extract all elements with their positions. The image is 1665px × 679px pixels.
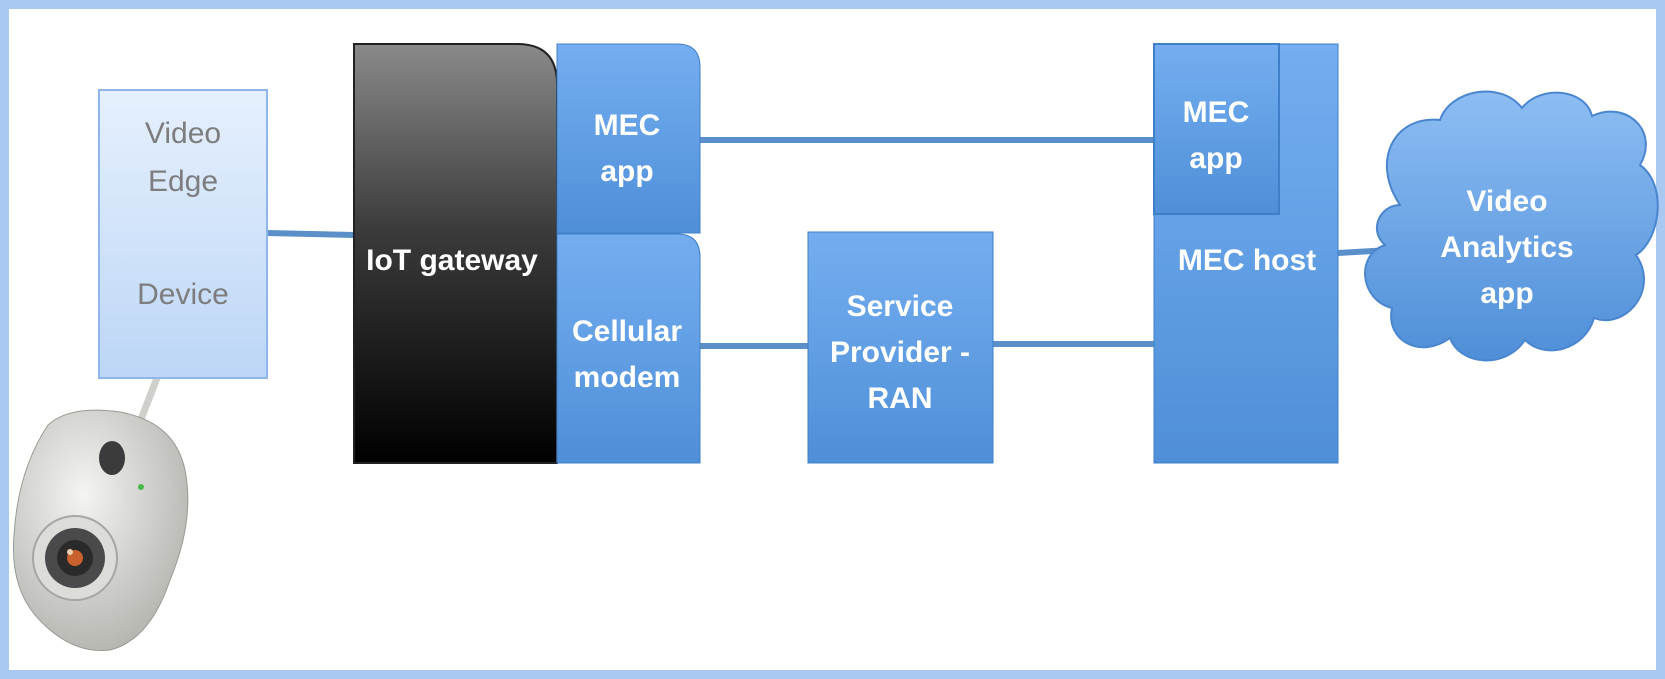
video-analytics-app-label-3: app xyxy=(1480,277,1533,310)
video-edge-device-box xyxy=(98,89,268,379)
host-mec-app-box xyxy=(1153,43,1280,215)
cellular-modem-box xyxy=(556,233,701,464)
cellular-modem-label-2: modem xyxy=(574,361,681,394)
gateway-mec-app-box xyxy=(556,43,701,234)
cellular-modem-label-1: Cellular xyxy=(572,315,682,348)
service-provider-ran-label-1: Service xyxy=(847,290,954,323)
host-mec-app-label-1: MEC xyxy=(1183,96,1250,129)
service-provider-ran-label-3: RAN xyxy=(868,382,933,415)
iot-gateway-label: IoT gateway xyxy=(366,244,538,277)
video-analytics-app-label-1: Video xyxy=(1466,185,1547,218)
mec-host-label: MEC host xyxy=(1178,244,1316,277)
host-mec-app-label-2: app xyxy=(1189,142,1242,175)
gateway-mec-app-label-1: MEC xyxy=(594,109,661,142)
video-edge-device-label-3: Device xyxy=(137,278,229,311)
connector-device-gateway xyxy=(266,230,355,238)
video-edge-device-label-2: Edge xyxy=(148,165,218,198)
gateway-mec-app-label-2: app xyxy=(600,155,653,188)
service-provider-ran-box xyxy=(807,231,994,464)
video-edge-device-label-1: Video xyxy=(145,117,221,150)
video-analytics-app-label-2: Analytics xyxy=(1440,231,1573,264)
cloud-icon xyxy=(1364,90,1659,362)
camera-icon xyxy=(12,409,189,652)
service-provider-ran-label-2: Provider - xyxy=(830,336,970,369)
